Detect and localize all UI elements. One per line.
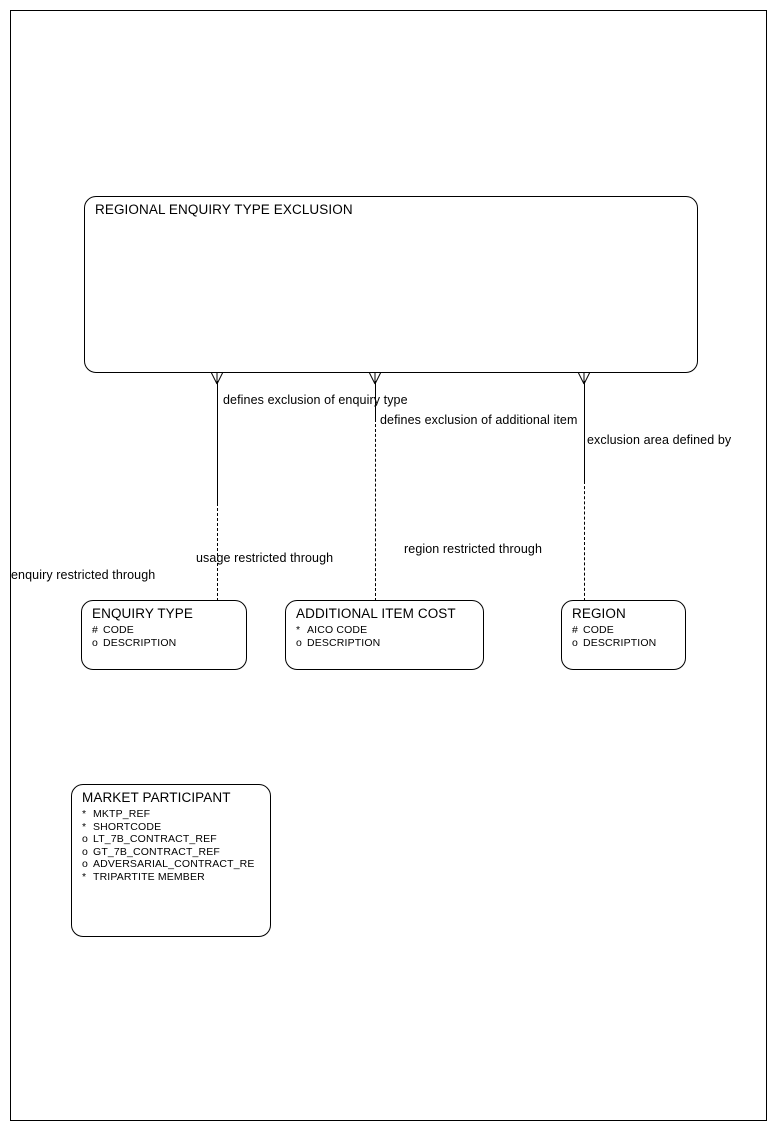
attribute-label: LT_7B_CONTRACT_REF xyxy=(93,833,217,846)
attribute-marker: * xyxy=(82,870,87,883)
entity-title: ENQUIRY TYPE xyxy=(92,606,193,621)
attribute-row: o GT_7B_CONTRACT_REF xyxy=(82,846,255,859)
attribute-label: GT_7B_CONTRACT_REF xyxy=(93,845,220,858)
attribute-list: # CODE o DESCRIPTION xyxy=(572,624,656,649)
attribute-list: * MKTP_REF * SHORTCODE o LT_7B_CONTRACT_REF… xyxy=(82,808,255,884)
attribute-row: o DESCRIPTION xyxy=(572,637,656,650)
attribute-row: * MKTP_REF xyxy=(82,808,255,821)
entity-market-participant[interactable]: MARKET PARTICIPANT * MKTP_REF * SHORTCODE … xyxy=(71,784,271,937)
attribute-row: # CODE xyxy=(92,624,176,637)
relationship-label-exclusion-area-defined-by: exclusion area defined by xyxy=(587,433,732,447)
attribute-marker: * xyxy=(82,820,87,833)
relationship-line-enquiry-type-solid xyxy=(217,381,218,503)
relationship-line-additional-item-dashed xyxy=(375,419,376,601)
attribute-marker: o xyxy=(296,636,302,649)
attribute-list: # CODE o DESCRIPTION xyxy=(92,624,176,649)
attribute-row: o DESCRIPTION xyxy=(296,637,380,650)
relationship-line-additional-item-solid xyxy=(375,381,376,419)
attribute-row: * TRIPARTITE MEMBER xyxy=(82,871,255,884)
attribute-marker: # xyxy=(92,624,98,636)
attribute-label: ADVERSARIAL_CONTRACT_RE xyxy=(93,858,255,871)
attribute-marker: * xyxy=(82,808,87,820)
attribute-row: * AICO CODE xyxy=(296,624,380,637)
relationship-line-region-solid xyxy=(584,381,585,481)
entity-regional-enquiry-type-exclusion[interactable]: REGIONAL ENQUIRY TYPE EXCLUSION xyxy=(84,196,698,373)
attribute-label: AICO CODE xyxy=(307,624,368,636)
entity-title: ADDITIONAL ITEM COST xyxy=(296,606,456,621)
attribute-label: CODE xyxy=(583,624,614,636)
entity-title: REGIONAL ENQUIRY TYPE EXCLUSION xyxy=(95,202,353,217)
entity-additional-item-cost[interactable]: ADDITIONAL ITEM COST * AICO CODE o DESCRIP… xyxy=(285,600,484,670)
relationship-line-enquiry-type-dashed xyxy=(217,503,218,601)
attribute-label: TRIPARTITE MEMBER xyxy=(93,870,205,883)
attribute-marker: o xyxy=(92,636,98,649)
attribute-marker: * xyxy=(296,624,301,636)
attribute-label: SHORTCODE xyxy=(93,820,162,833)
entity-title: REGION xyxy=(572,606,626,621)
attribute-row: # CODE xyxy=(572,624,656,637)
attribute-label: DESCRIPTION xyxy=(307,636,381,649)
attribute-row: o DESCRIPTION xyxy=(92,637,176,650)
relationship-label-usage-restricted-through: usage restricted through xyxy=(196,551,334,565)
attribute-marker: o xyxy=(82,845,88,858)
entity-title: MARKET PARTICIPANT xyxy=(82,790,231,805)
attribute-label: DESCRIPTION xyxy=(583,636,657,649)
relationship-label-region-restricted-through: region restricted through xyxy=(404,542,542,556)
relationship-label-enquiry-restricted-through: enquiry restricted through xyxy=(11,568,156,582)
attribute-marker: o xyxy=(82,858,88,871)
relationship-label-defines-exclusion-of-additional-item: defines exclusion of additional item xyxy=(380,413,578,427)
page-border xyxy=(10,10,767,1121)
attribute-row: o ADVERSARIAL_CONTRACT_RE xyxy=(82,858,255,871)
attribute-label: DESCRIPTION xyxy=(103,636,177,649)
attribute-row: * SHORTCODE xyxy=(82,821,255,834)
attribute-label: MKTP_REF xyxy=(93,808,151,820)
attribute-list: * AICO CODE o DESCRIPTION xyxy=(296,624,380,649)
attribute-marker: o xyxy=(82,833,88,846)
attribute-row: o LT_7B_CONTRACT_REF xyxy=(82,833,255,846)
attribute-marker: o xyxy=(572,636,578,649)
attribute-marker: # xyxy=(572,624,578,636)
relationship-label-defines-exclusion-of-enquiry-type: defines exclusion of enquiry type xyxy=(223,393,408,407)
relationship-line-region-dashed xyxy=(584,481,585,601)
entity-region[interactable]: REGION # CODE o DESCRIPTION xyxy=(561,600,686,670)
attribute-label: CODE xyxy=(103,624,134,636)
entity-enquiry-type[interactable]: ENQUIRY TYPE # CODE o DESCRIPTION xyxy=(81,600,247,670)
